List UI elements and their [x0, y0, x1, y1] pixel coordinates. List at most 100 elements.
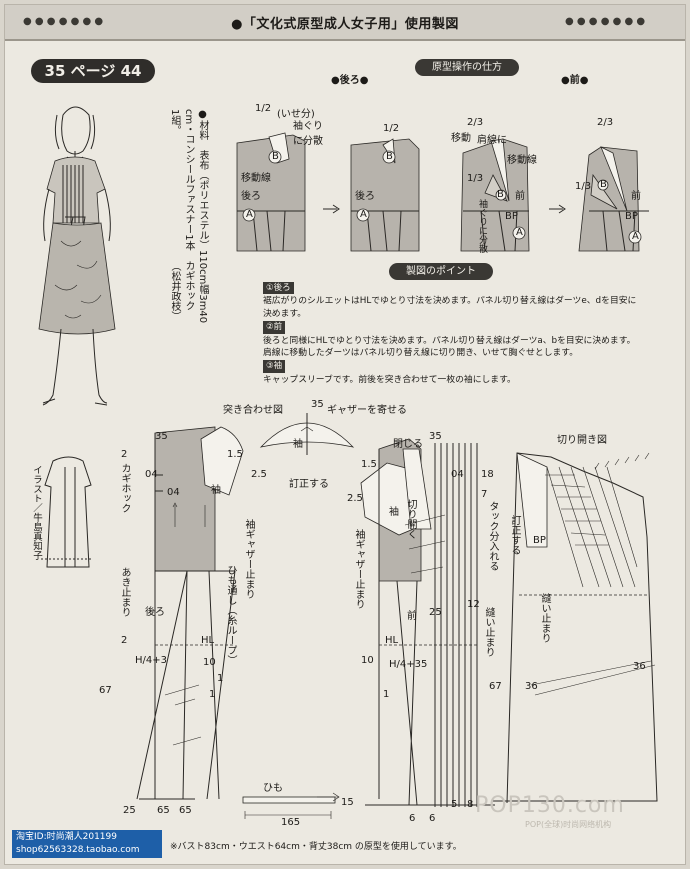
kirihiraki-title: 切り開き図 — [557, 435, 607, 446]
footer-note: ※バスト83cm・ウエスト64cm・背丈38cm の原型を使用しています。 — [170, 842, 462, 852]
back-view-illustration — [41, 456, 92, 568]
op-back1-back: 後ろ — [241, 191, 261, 202]
op-front2-bp: BP — [625, 211, 638, 222]
front-mae: 前 — [407, 611, 417, 622]
point-1-text: 裾広がりのシルエットはHLでゆとり寸法を決めます。パネル切り替え線はダーツe、d… — [263, 296, 637, 319]
back-15: 1.5 — [227, 449, 243, 460]
op-front1-a: A — [516, 227, 523, 238]
watermark-line-2: shop62563328.taobao.com — [16, 845, 140, 855]
kirihiraki-teisei: 訂正する — [509, 515, 520, 555]
front-5: 5 — [451, 799, 458, 810]
back-label: ●後ろ● — [331, 75, 369, 86]
model-illustration — [38, 106, 116, 406]
front-draft — [360, 438, 495, 807]
back-1b: 1 — [209, 689, 216, 700]
op-back1-sodeguri: 袖ぐりに分散 — [293, 121, 323, 147]
op-back1-idou: 移動線 — [241, 173, 271, 184]
op-front1-twothirds: 2/3 — [467, 117, 484, 128]
back-aki: あき止まり — [119, 567, 130, 617]
sleeve-teisei: 訂正する — [289, 479, 329, 490]
tsukiawase-label: 突き合わせ図 — [223, 405, 283, 416]
front-04: 04 — [451, 469, 464, 480]
operation-method-pill: 原型操作の仕方 — [415, 59, 519, 76]
front-18: 18 — [481, 469, 494, 480]
front-sleeve: 袖 — [389, 507, 399, 518]
front-label: ●前● — [561, 75, 589, 86]
materials-line-1: ●材料 表布（ポリエステル）110cm幅3m40 — [197, 109, 208, 324]
back-operation-2 — [350, 138, 420, 252]
back-draft — [136, 426, 340, 819]
pop-watermark: POP130.com — [475, 793, 625, 818]
sleeve-butt-diagram — [259, 413, 355, 455]
op-back1-ise: (いせ分) — [277, 109, 315, 120]
back-himo: ひも通し（糸ループ） — [225, 565, 236, 665]
front-15: 1.5 — [361, 459, 377, 470]
op-back1-a: A — [246, 209, 253, 220]
front-25: 2.5 — [347, 493, 363, 504]
back-sleeve: 袖 — [211, 485, 221, 496]
back-2b: 2 — [121, 635, 128, 646]
front-6a: 6 — [409, 813, 416, 824]
himo-15: 15 — [341, 797, 354, 808]
sleeve-35: 35 — [311, 399, 324, 410]
op-front1-kata: 肩線に — [477, 135, 507, 146]
op-front1-third: 1/3 — [467, 173, 484, 184]
front-tojiru: 閉じる — [393, 439, 423, 450]
arrow-2 — [549, 204, 566, 214]
back-hl: HL — [201, 635, 215, 646]
page-title: ●「文化式原型成人女子用」使用製図 — [231, 17, 459, 32]
pattern-page: ● ● ● ● ● ● ● ●「文化式原型成人女子用」使用製図 ● ● ● ● … — [4, 4, 686, 865]
kirihiraki-36a: 36 — [633, 661, 646, 672]
op-back2-half: 1/2 — [383, 123, 400, 134]
op-front1-bp: BP — [505, 211, 518, 222]
front-sleeve-gather: 袖ギャザー止まり — [353, 529, 364, 609]
front-h4: H/4+35 — [389, 659, 428, 670]
himo-165: 165 — [281, 817, 301, 828]
back-04b: 04 — [167, 487, 180, 498]
front-12: 12 — [467, 599, 480, 610]
back-ushiro: 後ろ — [145, 607, 165, 618]
front-kiri: 切り開く — [405, 499, 416, 539]
op-front1-sodeguri: 袖ぐりに分散 — [477, 199, 487, 253]
back-kagi: カギホック — [119, 463, 130, 513]
watermark-line-1: 淘宝ID:时尚潮人201199 — [16, 832, 117, 842]
front-67: 67 — [489, 681, 502, 692]
slash-spread-draft — [493, 452, 658, 804]
drawings-canvas — [38, 106, 658, 819]
back-2: 2 — [121, 449, 128, 460]
gather-label: ギャザーを寄せる — [327, 405, 407, 416]
back-35: 35 — [155, 431, 168, 442]
front-nuidome: 縫い止まり — [483, 607, 494, 657]
back-h4: H/4+3 — [135, 655, 167, 666]
front-10: 10 — [361, 655, 374, 666]
point-1-title: ①後ろ — [263, 282, 294, 295]
back-1: 1 — [217, 673, 224, 684]
front-operation-2 — [578, 146, 649, 252]
front-25b: 25 — [429, 607, 442, 618]
op-back2-back: 後ろ — [355, 191, 375, 202]
front-6b: 6 — [429, 813, 436, 824]
op-front1-idou: 移動 — [451, 133, 471, 144]
op-front1-b: B — [497, 189, 504, 200]
shop-watermark: 淘宝ID:时尚潮人201199 shop62563328.taobao.com — [12, 830, 162, 858]
op-front2-twothirds: 2/3 — [597, 117, 614, 128]
back-04a: 04 — [145, 469, 158, 480]
page-reference-badge: 35 ページ 44 — [31, 59, 155, 83]
back-65a: 65 — [157, 805, 170, 816]
header-dots-right: ● ● ● ● ● ● ● — [565, 16, 646, 27]
kirihiraki-36b: 36 — [525, 681, 538, 692]
illustration-credit: イラスト／牛島真知子 — [31, 465, 42, 560]
op-front1-idousen: 移動線 — [507, 155, 537, 166]
arrow-1 — [323, 204, 340, 214]
front-35: 35 — [429, 431, 442, 442]
back-65b: 65 — [179, 805, 192, 816]
drafting-points: ①後ろ 裾広がりのシルエットはHLでゆとり寸法を決めます。パネル切り替え線はダー… — [263, 281, 641, 386]
kirihiraki-nuidome: 縫い止まり — [539, 593, 550, 643]
point-2-text: 後ろと同様にHLでゆとり寸法を決めます。パネル切り替え線はダーツa、bを目安に決… — [263, 335, 636, 359]
header-dots-left: ● ● ● ● ● ● ● — [23, 16, 104, 27]
op-back2-a: A — [360, 209, 367, 220]
op-front2-a: A — [632, 231, 639, 242]
back-67: 67 — [99, 685, 112, 696]
op-front1-front: 前 — [515, 191, 525, 202]
op-back1-b: B — [272, 151, 279, 162]
